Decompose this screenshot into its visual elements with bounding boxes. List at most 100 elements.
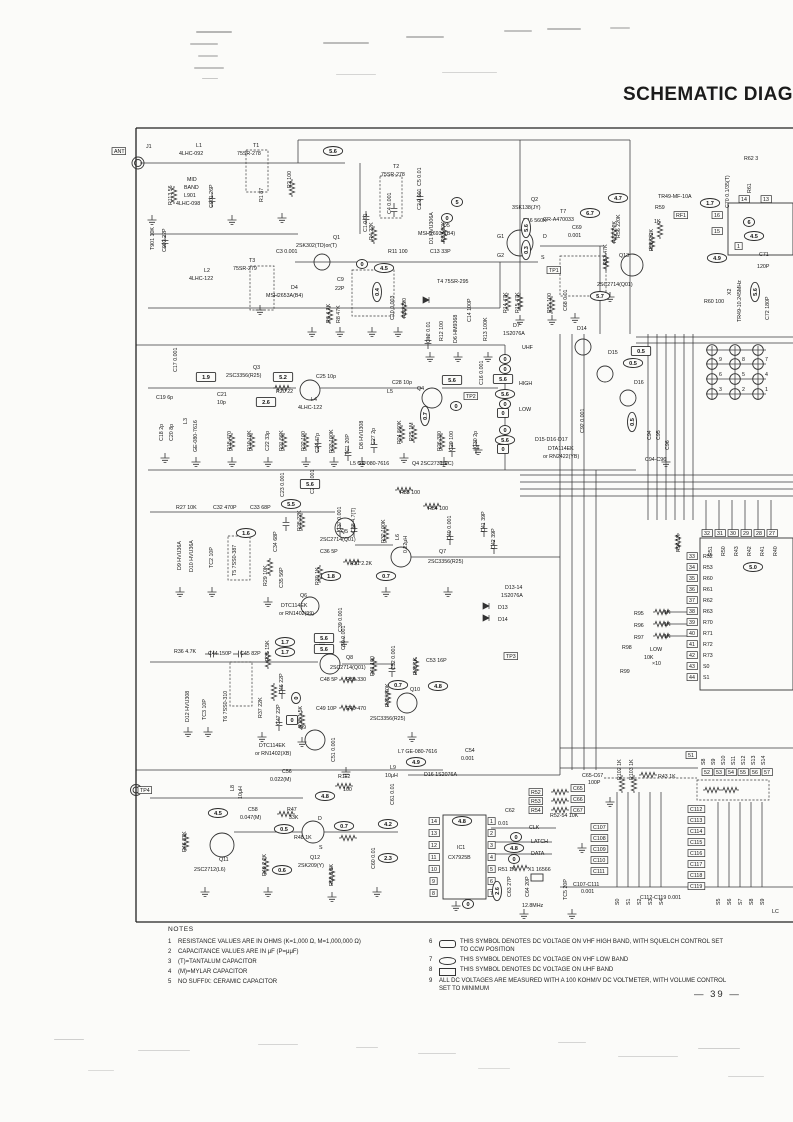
svg-text:T901 10K: T901 10K [150, 227, 156, 250]
svg-text:C96: C96 [665, 440, 671, 450]
voltage-callout: 0 [497, 408, 510, 418]
svg-text:0.7: 0.7 [394, 683, 402, 689]
svg-text:J1: J1 [146, 144, 152, 150]
svg-text:D7: D7 [513, 323, 520, 329]
svg-text:R54: R54 [531, 808, 541, 814]
component-label: R54 [528, 806, 543, 814]
component-label: 12.8MHz [522, 903, 544, 909]
component-label: 11 [428, 853, 440, 861]
component-label: 15 [711, 227, 723, 235]
voltage-callout: 0 [441, 213, 454, 223]
note-item: 1 RESISTANCE VALUES ARE IN OHMS (K=1,000… [168, 939, 413, 947]
svg-text:X1 16566: X1 16566 [528, 867, 551, 873]
voltage-callout: 5.5 [280, 499, 302, 509]
svg-text:2SC2714(Q01): 2SC2714(Q01) [320, 537, 356, 543]
svg-text:0: 0 [512, 857, 515, 863]
svg-text:100P: 100P [588, 780, 601, 786]
svg-text:4.8: 4.8 [510, 846, 518, 852]
component-label: 0.001 [461, 756, 474, 762]
component-label: C4 0.001 [387, 192, 393, 214]
svg-text:R39 330: R39 330 [346, 677, 366, 683]
component-label: C71 [759, 252, 769, 258]
component-label: R27 10K [176, 505, 197, 511]
svg-text:R38 1.5K: R38 1.5K [298, 705, 304, 728]
scan-artifact [196, 31, 232, 34]
component-label: 4LHC-122 [298, 405, 322, 411]
svg-text:S3: S3 [648, 898, 654, 905]
component-label: R42 [747, 546, 753, 556]
note-number: 2 [168, 949, 172, 956]
voltage-callout: 4.5 [207, 808, 229, 818]
component-label: R23 100K [329, 429, 335, 453]
component-label: Q2 [531, 197, 538, 203]
component-label: L8 [230, 785, 236, 791]
svg-text:2SC3356(R25): 2SC3356(R25) [226, 373, 262, 379]
component-label: C20 8p [169, 424, 175, 441]
svg-text:MSH2693A(B4): MSH2693A(B4) [418, 231, 455, 237]
scan-artifact [202, 78, 218, 80]
svg-text:TC3 10P: TC3 10P [202, 699, 208, 720]
svg-text:UHF: UHF [522, 345, 534, 351]
component-label: X1 16566 [528, 867, 551, 873]
scan-artifact [198, 55, 218, 57]
svg-text:C27 2p: C27 2p [371, 428, 377, 445]
component-label: C96 [665, 440, 671, 450]
svg-text:R43 1K: R43 1K [413, 657, 419, 675]
component-label: R40 470 [346, 706, 366, 712]
svg-text:CLK: CLK [529, 825, 540, 831]
svg-text:C21: C21 [217, 392, 227, 398]
component-label: R51 1K [498, 867, 516, 873]
svg-text:C30 2p: C30 2p [473, 431, 479, 448]
component-label: S11 [731, 756, 737, 765]
svg-text:D15·D16·D17: D15·D16·D17 [535, 437, 568, 443]
svg-text:R49 2.2K: R49 2.2K [262, 853, 268, 876]
svg-text:C64 20P: C64 20P [525, 876, 531, 897]
note-number: 4 [168, 968, 172, 975]
svg-text:8: 8 [432, 891, 435, 897]
component-label: R26 330 [437, 431, 443, 451]
svg-text:R50 3.3K: R50 3.3K [329, 863, 335, 886]
notes-left-column: 1 RESISTANCE VALUES ARE IN OHMS (K=1,000… [168, 939, 413, 995]
component-label: 32 [701, 529, 713, 537]
svg-text:D13-14: D13-14 [505, 585, 522, 591]
svg-text:R4 22K: R4 22K [369, 222, 375, 240]
component-label: TC5 20P [563, 879, 569, 900]
component-label: IC1 [457, 845, 465, 851]
component-label: 4 [487, 853, 496, 861]
svg-text:Q3: Q3 [253, 365, 260, 371]
svg-text:32: 32 [704, 531, 710, 537]
component-label: Q8 [346, 655, 353, 661]
voltage-callout: 1.8 [320, 571, 342, 581]
svg-text:33K: 33K [289, 815, 299, 821]
svg-text:55: 55 [740, 770, 746, 776]
svg-text:R43 1K: R43 1K [658, 774, 676, 780]
component-label: C45 82P [240, 651, 261, 657]
svg-text:LATCH: LATCH [531, 839, 548, 845]
svg-text:2SC2714(Q01): 2SC2714(Q01) [597, 282, 633, 288]
svg-text:C23 0.001: C23 0.001 [280, 473, 286, 497]
note-text: (T)=TANTALUM CAPACITOR [178, 959, 257, 966]
svg-text:R1 87: R1 87 [259, 188, 265, 202]
component-label: C36 5P [320, 549, 338, 555]
svg-text:5.7: 5.7 [596, 294, 604, 300]
svg-text:R112: R112 [338, 774, 350, 780]
component-label: R48 1K [294, 835, 312, 841]
svg-text:5.6: 5.6 [320, 647, 328, 653]
component-label: L9 [390, 765, 396, 771]
voltage-callout: 2.6 [492, 880, 502, 902]
note-number: 6 [429, 939, 433, 946]
svg-text:30: 30 [730, 531, 736, 537]
svg-text:LOW: LOW [650, 647, 662, 653]
component-label: 22P [335, 286, 345, 292]
svg-text:C40 0.001: C40 0.001 [447, 516, 453, 540]
svg-text:Q6: Q6 [300, 593, 307, 599]
svg-text:L7 GE-080-7616: L7 GE-080-7616 [398, 749, 437, 755]
scan-artifact [336, 74, 376, 76]
component-label: UHF [522, 345, 534, 351]
svg-text:1.7: 1.7 [281, 640, 289, 646]
component-label: R41 [760, 546, 766, 556]
svg-text:1K: 1K [664, 610, 671, 616]
component-label: D1 HVU306A [429, 212, 435, 244]
component-label: C22 33p [265, 431, 271, 451]
component-label: R6 4.7K [326, 303, 332, 323]
